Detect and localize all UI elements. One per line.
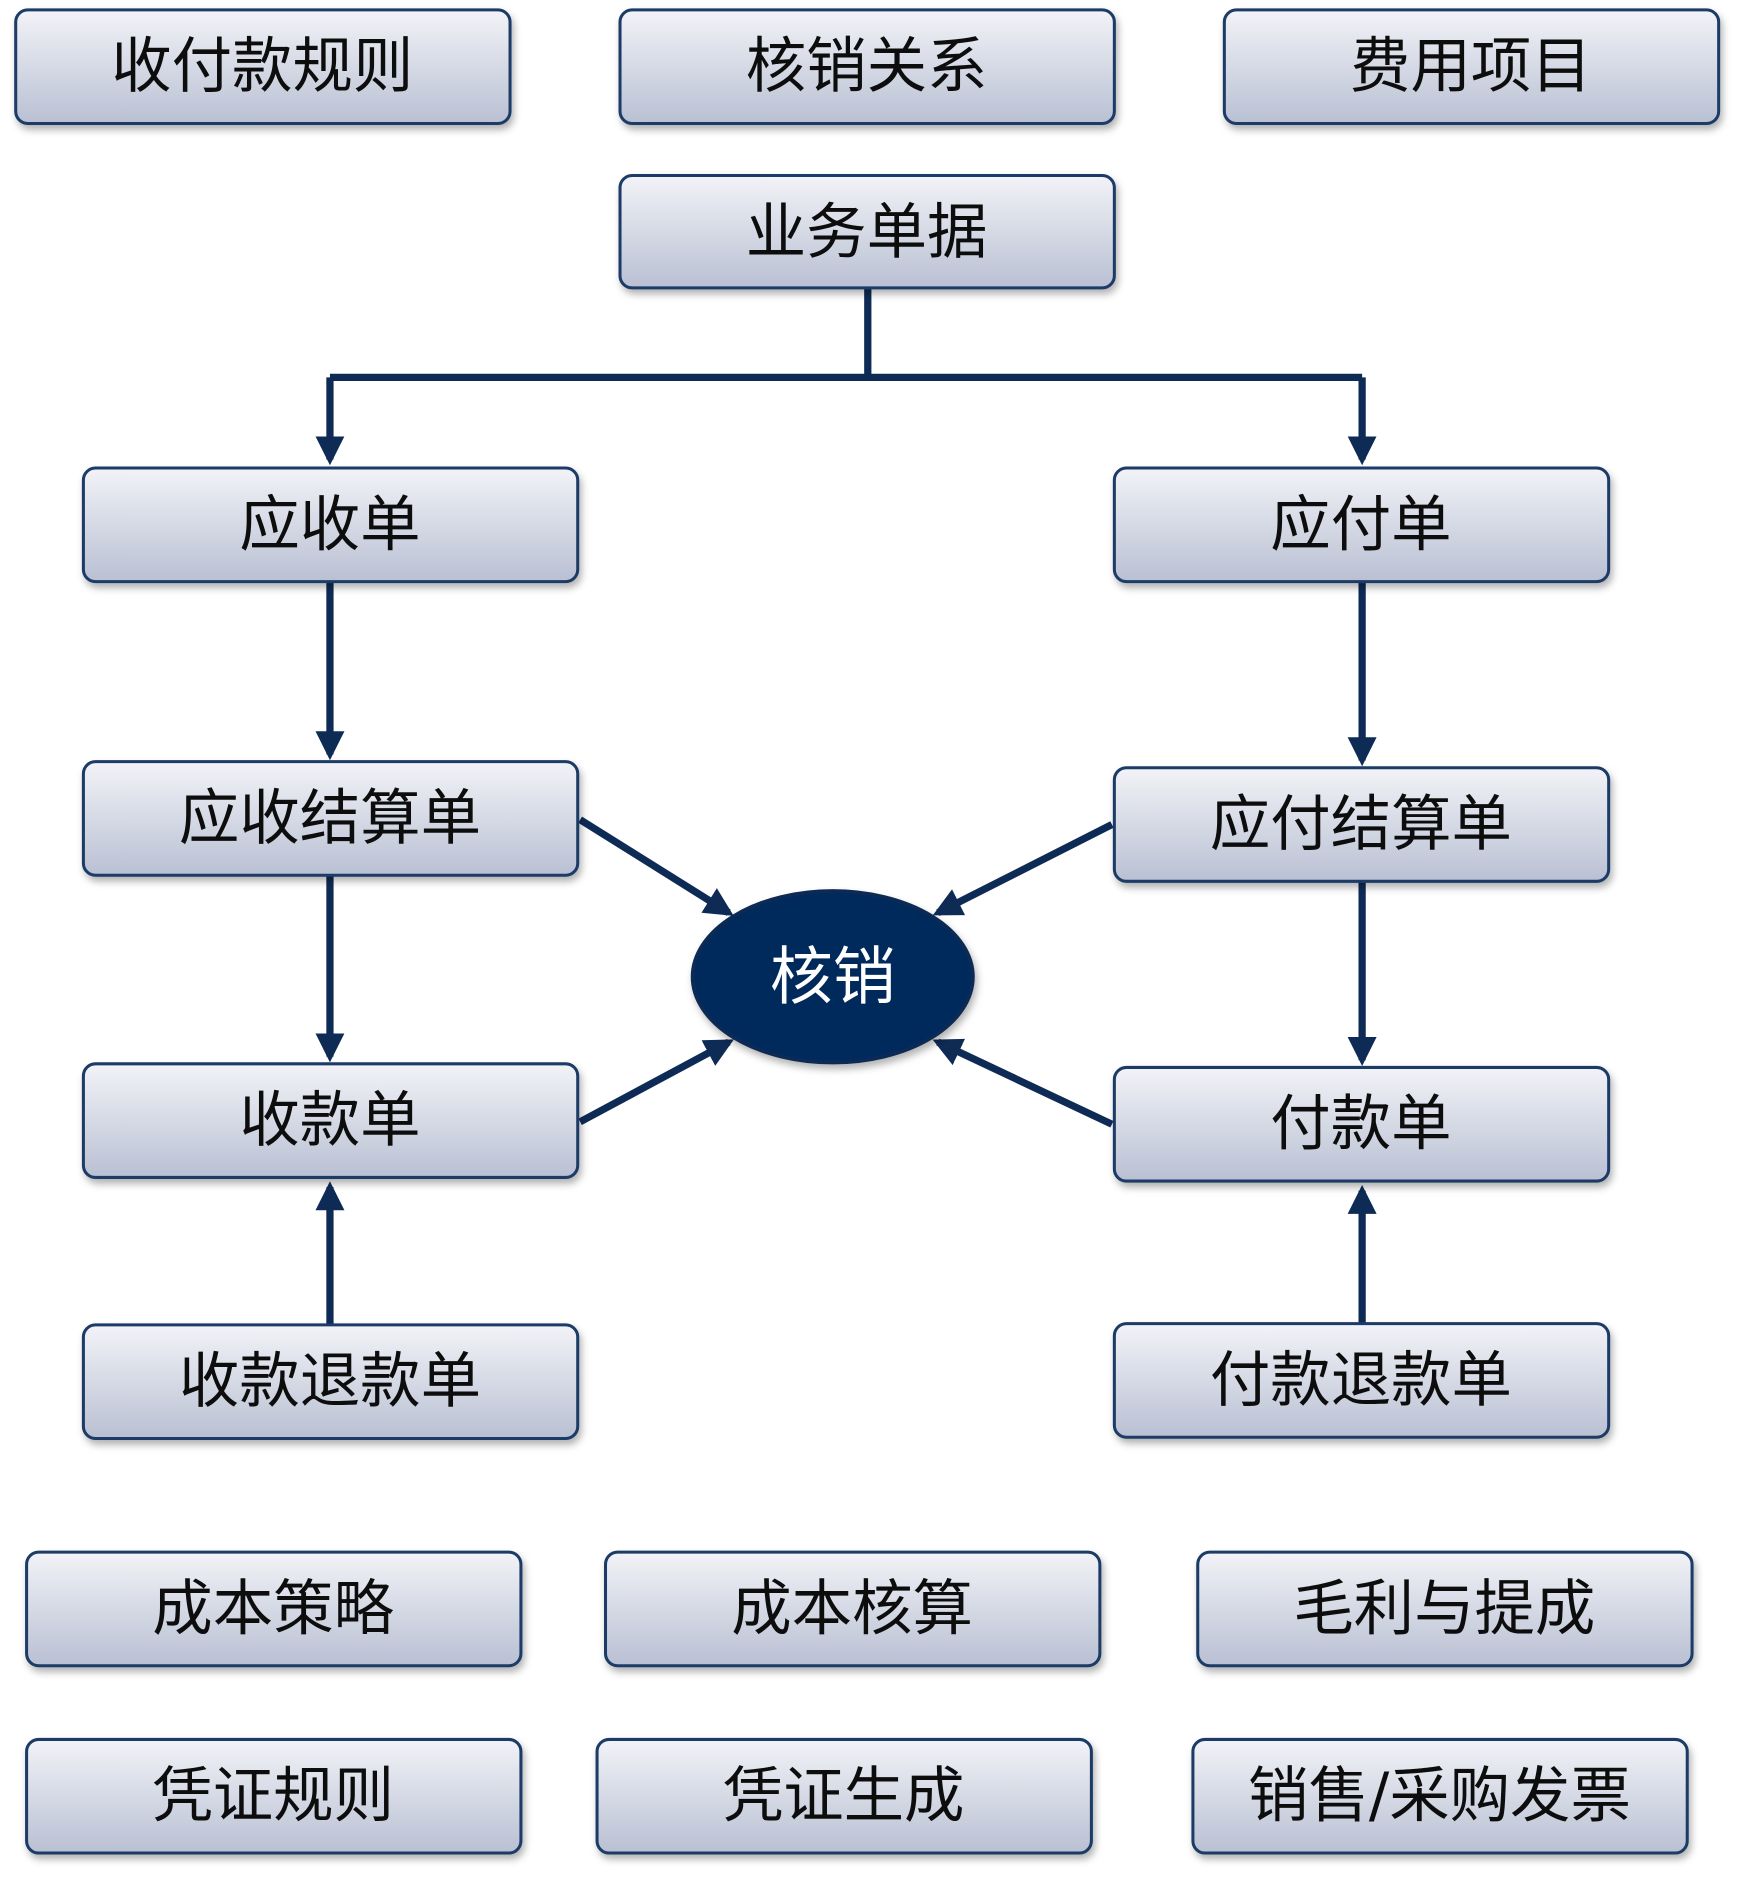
box-receivable-settlement[interactable]: 应收结算单 bbox=[81, 760, 580, 877]
box-gross-profit[interactable]: 毛利与提成 bbox=[1196, 1550, 1694, 1668]
svg-text:毛利与提成: 毛利与提成 bbox=[1293, 1574, 1595, 1644]
svg-text:收付款规则: 收付款规则 bbox=[111, 32, 413, 102]
svg-text:核销关系: 核销关系 bbox=[746, 32, 988, 102]
box-payable[interactable]: 应付单 bbox=[1112, 466, 1611, 584]
box-voucher-generate[interactable]: 凭证生成 bbox=[595, 1737, 1093, 1855]
svg-text:凭证规则: 凭证规则 bbox=[152, 1761, 394, 1831]
box-cost-accounting[interactable]: 成本核算 bbox=[604, 1550, 1102, 1668]
svg-text:销售/采购发票: 销售/采购发票 bbox=[1248, 1761, 1631, 1831]
arrow-payment-center bbox=[932, 1038, 1114, 1128]
connectors bbox=[315, 287, 1377, 1325]
svg-text:成本策略: 成本策略 bbox=[152, 1574, 394, 1644]
box-payment-refund[interactable]: 付款退款单 bbox=[1112, 1322, 1611, 1439]
box-receipt-refund[interactable]: 收款退款单 bbox=[81, 1323, 580, 1441]
box-writeoff-relation[interactable]: 核销关系 bbox=[618, 8, 1116, 126]
box-payment[interactable]: 付款单 bbox=[1112, 1065, 1611, 1183]
svg-text:付款单: 付款单 bbox=[1270, 1089, 1451, 1159]
svg-text:凭证生成: 凭证生成 bbox=[723, 1761, 965, 1831]
svg-text:成本核算: 成本核算 bbox=[731, 1574, 973, 1644]
box-invoices[interactable]: 销售/采购发票 bbox=[1191, 1737, 1689, 1855]
arrow-receipt-center bbox=[578, 1038, 734, 1126]
svg-text:应付单: 应付单 bbox=[1270, 490, 1451, 560]
box-payment-rules[interactable]: 收付款规则 bbox=[14, 8, 512, 126]
box-receipt[interactable]: 收款单 bbox=[81, 1062, 580, 1179]
box-expense-items[interactable]: 费用项目 bbox=[1222, 8, 1721, 126]
svg-text:核销: 核销 bbox=[770, 940, 896, 1013]
box-receivable[interactable]: 应收单 bbox=[81, 466, 580, 584]
arrow-rsettle-center bbox=[578, 816, 734, 916]
box-payable-settlement[interactable]: 应付结算单 bbox=[1112, 766, 1611, 883]
svg-text:应收结算单: 应收结算单 bbox=[179, 783, 481, 853]
svg-text:费用项目: 费用项目 bbox=[1350, 32, 1592, 102]
svg-text:应收单: 应收单 bbox=[239, 490, 420, 560]
box-cost-strategy[interactable]: 成本策略 bbox=[25, 1550, 523, 1668]
box-business-docs[interactable]: 业务单据 bbox=[618, 173, 1116, 290]
center-writeoff[interactable]: 核销 bbox=[690, 889, 975, 1065]
branch-line bbox=[329, 287, 1363, 381]
svg-text:业务单据: 业务单据 bbox=[746, 197, 988, 267]
arrow-psettle-center bbox=[932, 821, 1114, 916]
svg-text:付款退款单: 付款退款单 bbox=[1210, 1345, 1512, 1415]
svg-text:收款单: 收款单 bbox=[239, 1086, 420, 1156]
svg-text:应付结算单: 应付结算单 bbox=[1210, 790, 1512, 860]
box-voucher-rules[interactable]: 凭证规则 bbox=[25, 1737, 523, 1855]
svg-text:收款退款单: 收款退款单 bbox=[179, 1347, 481, 1417]
